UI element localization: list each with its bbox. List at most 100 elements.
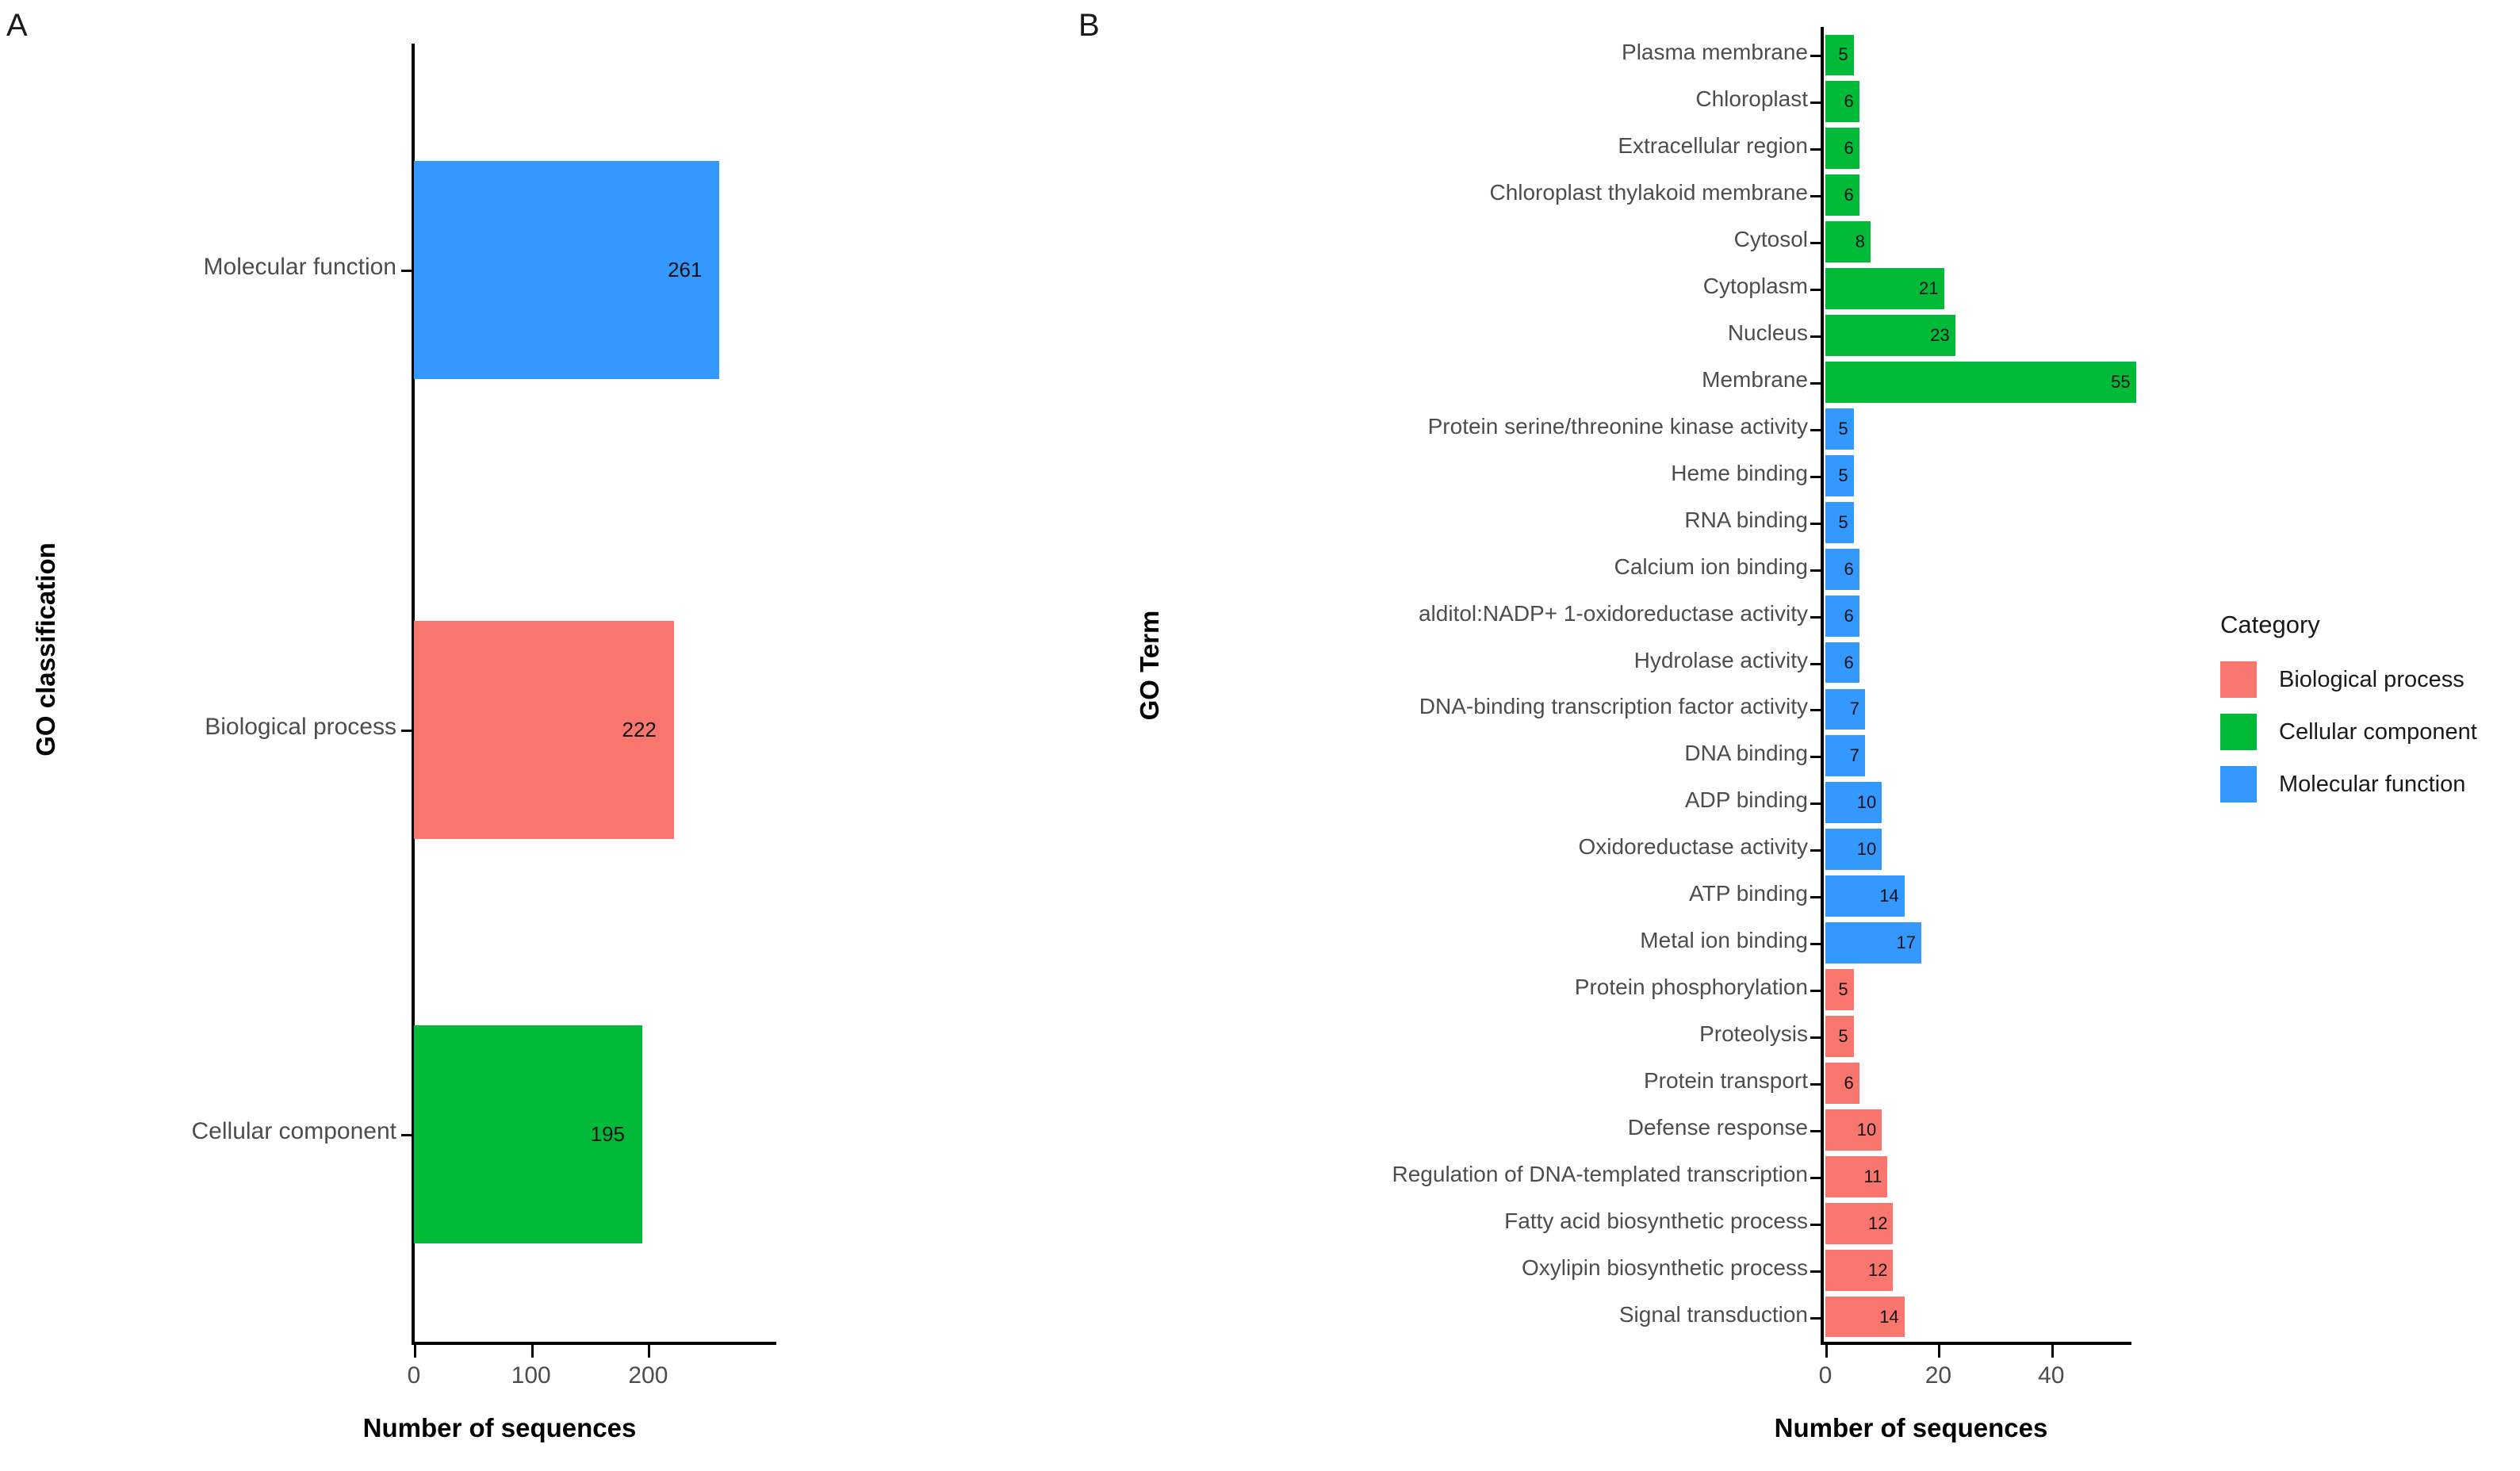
panel-b-bar: 5 (1825, 408, 1854, 450)
panel-b-bar-value: 14 (1879, 1306, 1899, 1327)
panel-b-y-label: Protein transport (1644, 1067, 1808, 1093)
panel-b-bar-value: 55 (2111, 371, 2131, 392)
panel-b-bar-value: 6 (1844, 605, 1854, 626)
panel-b-y-tick (1810, 803, 1821, 806)
panel-b-bar: 23 (1825, 315, 1955, 356)
panel-b-y-tick (1810, 1270, 1821, 1273)
panel-b-bar: 6 (1825, 642, 1859, 684)
panel-b-bar: 6 (1825, 595, 1859, 637)
legend-color-swatch (2220, 714, 2257, 750)
panel-b-bar: 7 (1825, 688, 1865, 730)
panel-b-x-axis-line (1821, 1342, 2131, 1345)
panel-b-bar: 5 (1825, 969, 1854, 1010)
panel-b-y-tick (1810, 662, 1821, 665)
panel-b-bar: 11 (1825, 1155, 1888, 1197)
panel-b-y-label: Calcium ion binding (1614, 554, 1808, 579)
panel-b-bar-value: 10 (1856, 839, 1877, 860)
panel-b-x-tick (1938, 1345, 1941, 1358)
panel-a-x-tick-label: 100 (511, 1362, 551, 1389)
panel-a-y-tick (401, 730, 412, 732)
legend-item[interactable]: Cellular component (2220, 706, 2514, 758)
panel-b-bar: 5 (1825, 501, 1854, 543)
legend-item[interactable]: Molecular function (2220, 758, 2514, 810)
panel-b-y-axis-title: GO Term (1135, 610, 1164, 721)
panel-b-letter: B (1078, 8, 1100, 43)
panel-b-y-label: Protein serine/threonine kinase activity (1427, 413, 1808, 439)
panel-b-bar: 21 (1825, 268, 1944, 310)
panel-b-bar: 55 (1825, 362, 2136, 403)
panel-b-y-tick (1810, 1176, 1821, 1179)
panel-b-bar-value: 14 (1879, 886, 1899, 906)
panel-b-y-label: DNA-binding transcription factor activit… (1419, 694, 1808, 719)
legend-item[interactable]: Biological process (2220, 653, 2514, 706)
panel-b-y-label: Membrane (1702, 366, 1808, 392)
panel-b-bar-value: 8 (1855, 232, 1865, 252)
panel-b-y-tick (1810, 195, 1821, 198)
panel-a-y-axis-line (412, 44, 415, 1344)
panel-b-y-axis-line (1821, 27, 1824, 1343)
panel-b-y-label: ATP binding (1689, 881, 1808, 906)
panel-a-bar-value: 222 (622, 717, 657, 741)
panel-a-x-tick (414, 1345, 416, 1358)
panel-b-bar: 6 (1825, 128, 1859, 170)
panel-b-bar-value: 6 (1844, 185, 1854, 205)
panel-b-bar-value: 7 (1849, 699, 1859, 719)
panel-b-y-tick (1810, 102, 1821, 105)
panel-b-bar: 6 (1825, 81, 1859, 123)
panel-b-x-tick-label: 20 (1924, 1362, 1952, 1389)
panel-a-x-axis-line (412, 1342, 776, 1345)
panel-a-bar-value: 195 (590, 1121, 625, 1146)
legend-color-swatch (2220, 766, 2257, 803)
panel-a-x-tick-label: 200 (628, 1362, 668, 1389)
panel-b-y-label: Chloroplast thylakoid membrane (1489, 180, 1808, 205)
panel-a-bar: 195 (414, 1025, 642, 1243)
panel-b-bar: 6 (1825, 1062, 1859, 1104)
panel-b-y-label: Cytoplasm (1702, 274, 1808, 299)
panel-b-bar-value: 5 (1838, 979, 1848, 1000)
panel-b-y-tick (1810, 896, 1821, 899)
panel-a-y-tick (401, 1134, 412, 1136)
panel-b-y-tick (1810, 756, 1821, 759)
panel-b-x-tick (2051, 1345, 2054, 1358)
panel-b-bar-value: 6 (1844, 1072, 1854, 1093)
panel-a-bar: 222 (414, 620, 674, 839)
panel-b-y-tick (1810, 709, 1821, 712)
panel-b-y-tick (1810, 1316, 1821, 1320)
legend-title: Category (2220, 611, 2320, 638)
panel-b-y-label: RNA binding (1684, 507, 1808, 532)
panel-b-x-axis-title: Number of sequences (1774, 1413, 2048, 1442)
panel-b-bar-value: 5 (1838, 465, 1848, 485)
panel-a-y-label: Cellular component (191, 1118, 396, 1144)
panel-b-x-tick-label: 40 (2038, 1362, 2065, 1389)
panel-b-bar-value: 10 (1856, 1119, 1877, 1140)
panel-b-bar: 17 (1825, 922, 1922, 964)
panel-b-bar: 10 (1825, 1109, 1882, 1151)
panel-b-y-tick (1810, 289, 1821, 292)
panel-b-y-tick (1810, 1223, 1821, 1226)
panel-b-bar: 12 (1825, 1249, 1894, 1291)
panel-b-y-label: ADP binding (1684, 787, 1808, 813)
panel-b-y-label: Oxylipin biosynthetic process (1521, 1255, 1808, 1280)
panel-a-x-tick (530, 1345, 534, 1358)
panel-b-bar-value: 7 (1849, 745, 1859, 766)
panel-b-y-label: alditol:NADP+ 1-oxidoreductase activity (1418, 600, 1808, 626)
panel-a-y-label: Biological process (205, 714, 396, 740)
panel-b-y-label: Fatty acid biosynthetic process (1504, 1208, 1808, 1233)
panel-a-bar-value: 261 (668, 257, 703, 282)
legend-item-label: Biological process (2279, 666, 2464, 692)
panel-b-bar-value: 23 (1930, 325, 1950, 346)
panel-b-bar: 6 (1825, 174, 1859, 216)
legend-item-label: Cellular component (2279, 718, 2477, 745)
panel-b-bar: 10 (1825, 782, 1882, 824)
panel-b-bar: 10 (1825, 829, 1882, 871)
panel-b-y-label: Proteolysis (1699, 1021, 1808, 1046)
panel-b-y-tick (1810, 148, 1821, 151)
panel-b-y-label: Protein phosphorylation (1574, 975, 1808, 1000)
panel-b-y-tick (1810, 990, 1821, 993)
panel-b-y-tick (1810, 1036, 1821, 1039)
panel-a-letter: A (6, 8, 28, 43)
panel-b-x-tick (1825, 1345, 1828, 1358)
panel-b-y-tick (1810, 428, 1821, 431)
